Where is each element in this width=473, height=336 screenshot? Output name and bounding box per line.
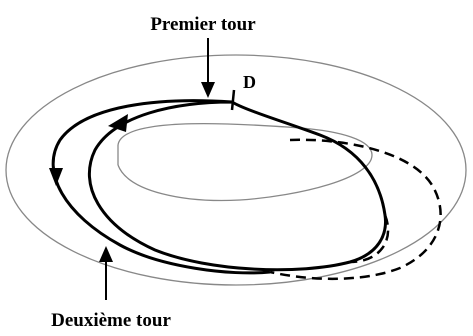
hidden-path-upper — [269, 138, 442, 281]
first-turn-label: Premier tour — [150, 14, 256, 35]
second-turn-pointer-arrowhead — [99, 246, 113, 262]
direction-arrowhead-left — [49, 168, 63, 186]
first-turn-pointer-arrowhead — [201, 82, 215, 98]
start-point-label: D — [243, 72, 256, 92]
direction-arrowhead-top — [108, 114, 128, 132]
second-turn-path — [51, 99, 271, 275]
first-turn-path — [87, 100, 388, 272]
second-turn-label: Deuxième tour — [51, 310, 171, 331]
start-point-marker — [230, 89, 236, 111]
torus-outer-outline — [5, 54, 467, 286]
hidden-path-lower — [349, 214, 390, 264]
torus-inner-outline — [117, 122, 373, 202]
